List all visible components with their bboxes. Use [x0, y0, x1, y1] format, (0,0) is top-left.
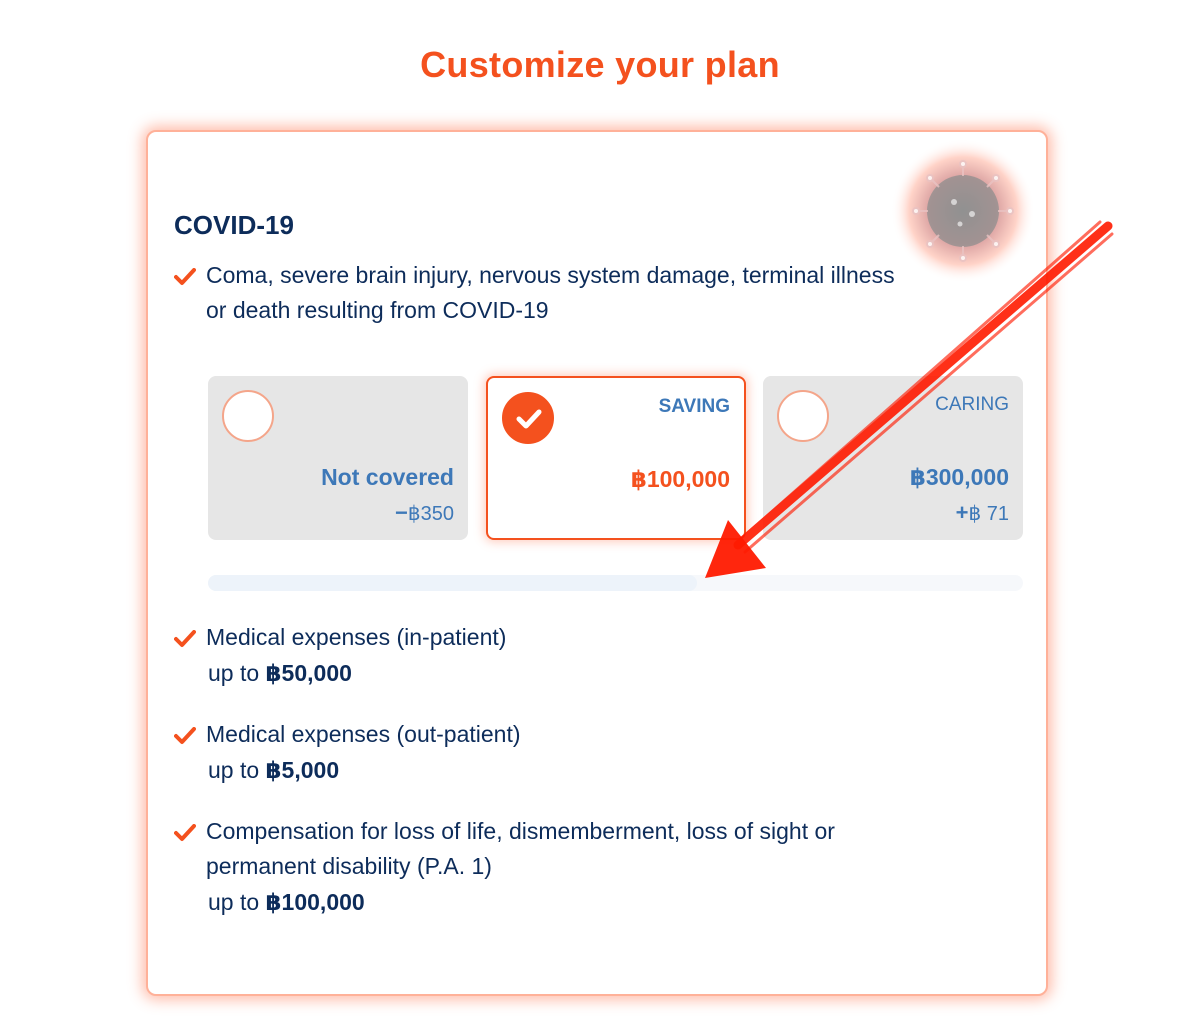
limit-value: ฿50,000 — [265, 660, 352, 686]
benefit-name-line: permanent disability (P.A. 1) — [206, 853, 492, 879]
benefit-name: Medical expenses (in-patient) — [206, 624, 507, 650]
feature-description: Coma, severe brain injury, nervous syste… — [206, 258, 895, 328]
option-not-covered[interactable]: Not covered −฿350 — [208, 376, 468, 540]
option-price-delta: +฿ 71 — [956, 500, 1009, 526]
radio-icon[interactable] — [777, 390, 829, 442]
virus-icon — [891, 139, 1035, 283]
option-amount: ฿300,000 — [909, 464, 1009, 490]
check-icon — [174, 268, 196, 285]
limit-prefix: up to — [208, 889, 266, 915]
page-title: Customize your plan — [420, 44, 780, 85]
plan-card: COVID-19 Coma, severe brain injury, nerv… — [146, 130, 1048, 996]
option-price-delta: −฿350 — [395, 500, 454, 526]
check-icon — [174, 727, 196, 744]
delta-value: ฿ 71 — [968, 503, 1009, 525]
benefit-limit: up to ฿5,000 — [208, 757, 339, 784]
feature-line: or death resulting from COVID-19 — [206, 297, 549, 323]
radio-icon[interactable] — [502, 392, 554, 444]
feature-line: Coma, severe brain injury, nervous syste… — [206, 262, 895, 288]
option-amount: ฿100,000 — [630, 466, 730, 492]
benefit-name-line: Compensation for loss of life, dismember… — [206, 818, 835, 844]
limit-value: ฿100,000 — [265, 889, 365, 915]
option-saving[interactable]: SAVING ฿100,000 — [486, 376, 746, 540]
delta-value: ฿350 — [407, 503, 454, 525]
limit-value: ฿5,000 — [265, 757, 340, 783]
option-tier: SAVING — [658, 396, 730, 417]
benefit-name: Compensation for loss of life, dismember… — [206, 814, 835, 884]
benefit-limit: up to ฿100,000 — [208, 889, 365, 916]
plan-progress-track — [208, 575, 1023, 591]
benefit-limit: up to ฿50,000 — [208, 660, 352, 687]
radio-icon[interactable] — [222, 390, 274, 442]
delta-sign: − — [395, 500, 408, 525]
check-icon — [174, 824, 196, 841]
limit-prefix: up to — [208, 660, 266, 686]
delta-sign: + — [955, 500, 969, 525]
limit-prefix: up to — [208, 757, 266, 783]
option-tier: CARING — [935, 394, 1009, 415]
checkmark-icon — [516, 409, 542, 429]
option-caring[interactable]: CARING ฿300,000 +฿ 71 — [763, 376, 1023, 540]
option-amount: Not covered — [321, 464, 454, 490]
plan-options: Not covered −฿350 SAVING ฿100,000 CARING… — [208, 376, 1023, 540]
check-icon — [174, 630, 196, 647]
plan-progress-fill — [208, 575, 697, 591]
section-title: COVID-19 — [174, 210, 294, 240]
benefit-name: Medical expenses (out-patient) — [206, 721, 521, 747]
